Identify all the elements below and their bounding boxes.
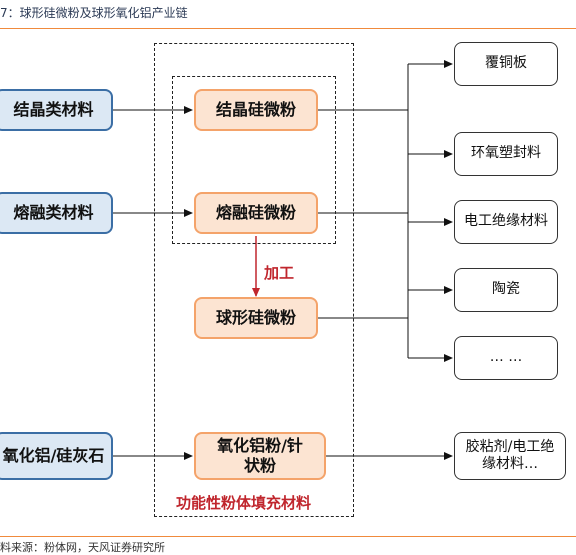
application-more: … … bbox=[454, 336, 558, 380]
application-electrical-insulation: 电工绝缘材料 bbox=[454, 200, 558, 244]
header-rule bbox=[0, 28, 576, 29]
powder-fused: 熔融硅微粉 bbox=[194, 192, 318, 234]
raw-material-crystalline: 结晶类材料 bbox=[0, 89, 113, 131]
application-copper-clad-laminate: 覆铜板 bbox=[454, 42, 558, 86]
application-epoxy-molding-compound: 环氧塑封料 bbox=[454, 132, 558, 176]
figure-title: 7：球形硅微粉及球形氧化铝产业链 bbox=[0, 6, 188, 20]
inner-dashed-group bbox=[172, 76, 336, 244]
powder-crystalline: 结晶硅微粉 bbox=[194, 89, 318, 131]
raw-material-alumina: 氧化铝/硅灰石 bbox=[0, 432, 113, 480]
source-note: 料来源：粉体网，天风证券研究所 bbox=[0, 541, 165, 554]
application-adhesive-insulation: 胶粘剂/电工绝缘材料… bbox=[454, 432, 566, 480]
raw-material-fused: 熔融类材料 bbox=[0, 192, 113, 234]
outer-dashed-group bbox=[154, 43, 354, 517]
application-ceramics: 陶瓷 bbox=[454, 268, 558, 312]
powder-alumina: 氧化铝粉/针状粉 bbox=[194, 432, 326, 480]
footer-rule bbox=[0, 536, 576, 537]
group-label: 功能性粉体填充材料 bbox=[176, 494, 312, 512]
process-label: 加工 bbox=[264, 264, 295, 282]
powder-spherical: 球形硅微粉 bbox=[194, 297, 318, 339]
